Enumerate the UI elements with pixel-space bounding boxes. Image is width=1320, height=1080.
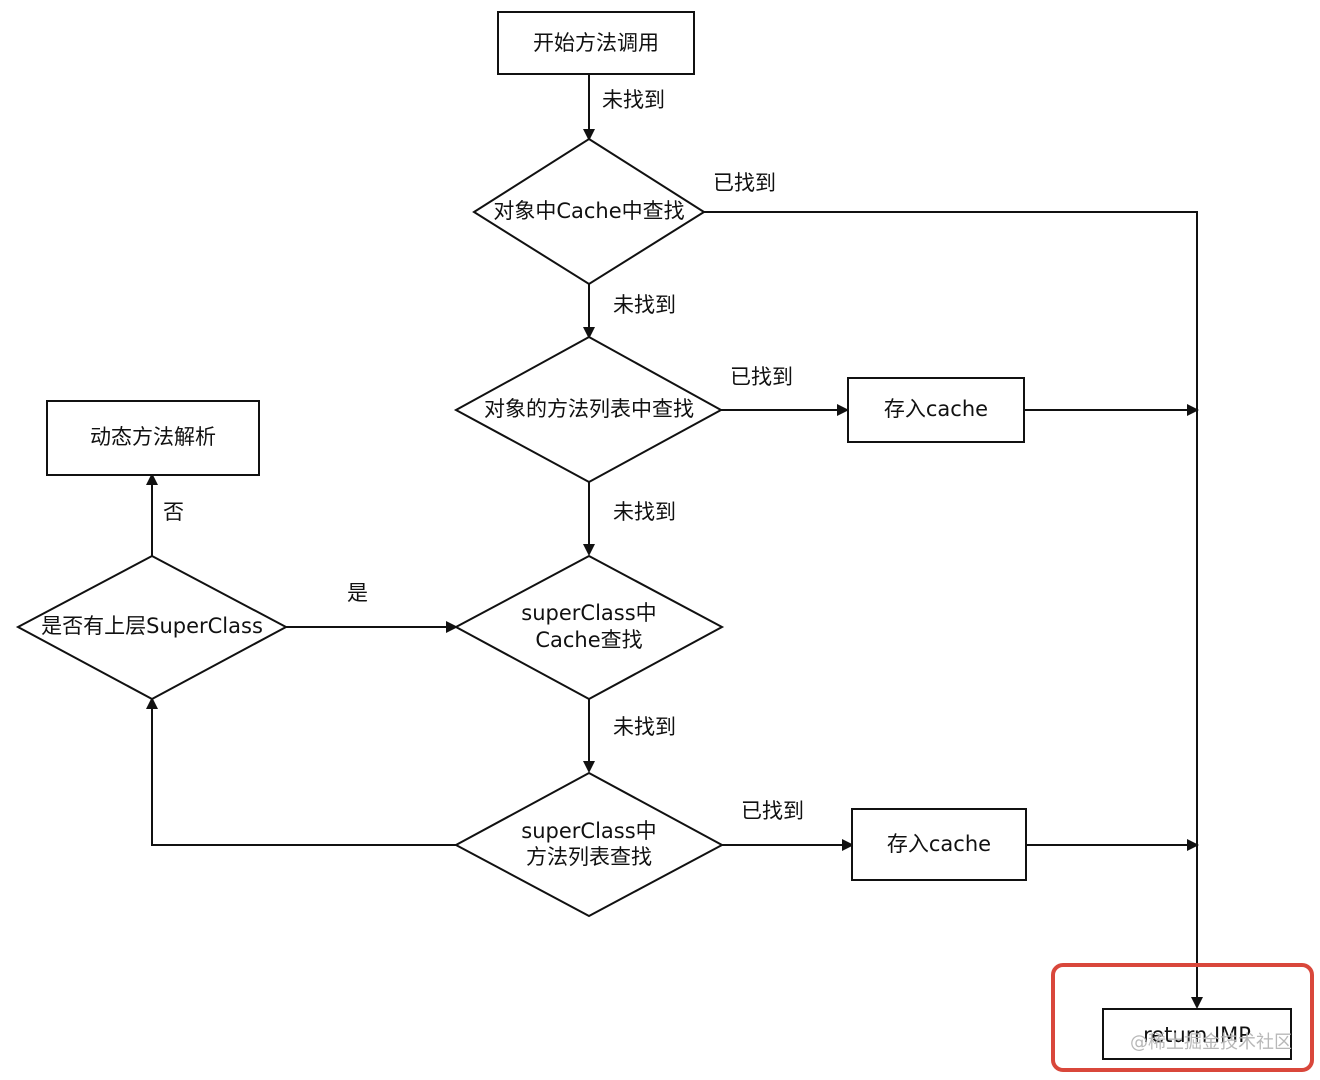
start-node — [497, 11, 695, 75]
edge-cache-found-to-return — [704, 211, 1203, 1009]
return-imp-node — [1102, 1008, 1292, 1060]
dynamic-resolution-label: 动态方法解析 — [90, 425, 216, 449]
edge-super-method-list-to-has-superclass — [146, 697, 456, 846]
has-superclass-no-label: 否 — [163, 500, 184, 524]
start-to-cache-label: 未找到 — [602, 88, 665, 112]
cache-found-label: 已找到 — [713, 171, 776, 195]
cache-lookup-decision — [472, 137, 706, 286]
cache-lookup-label: 对象中Cache中查找 — [493, 199, 684, 223]
edge-labels: 未找到 已找到 未找到 已找到 未找到 否 是 未找到 已找到 — [163, 88, 804, 823]
method-list-lookup-decision — [453, 335, 724, 484]
return-imp-label: return IMP — [1143, 1023, 1251, 1047]
has-superclass-label: 是否有上层SuperClass — [41, 614, 263, 638]
store-cache-label-2: 存入cache — [887, 832, 991, 856]
edges — [146, 74, 1203, 1009]
start-node-label: 开始方法调用 — [533, 31, 659, 55]
nodes: 开始方法调用 对象中Cache中查找 对象的方法列表中查找 存入cache 动态… — [15, 11, 1314, 1072]
super-cache-lookup-label-line1: superClass中 — [521, 601, 656, 625]
cache-to-method-list-label: 未找到 — [613, 293, 676, 317]
method-list-lookup-label: 对象的方法列表中查找 — [484, 397, 694, 421]
has-superclass-decision — [15, 554, 289, 701]
method-list-found-label: 已找到 — [730, 365, 793, 389]
super-method-list-found-label: 已找到 — [741, 799, 804, 823]
super-method-list-lookup-label-line1: superClass中 — [521, 819, 656, 843]
return-imp-highlight — [1051, 963, 1314, 1072]
super-method-list-lookup-decision — [453, 771, 725, 918]
has-superclass-yes-label: 是 — [347, 581, 368, 605]
super-cache-to-super-method-list-label: 未找到 — [613, 715, 676, 739]
super-cache-lookup-label-line2: Cache查找 — [535, 628, 642, 652]
method-list-to-super-cache-label: 未找到 — [613, 500, 676, 524]
super-method-list-lookup-label-line2: 方法列表查找 — [526, 845, 652, 869]
dynamic-resolution-node — [46, 400, 260, 476]
store-cache-label-1: 存入cache — [884, 397, 988, 421]
watermark-text: @稀土掘金技术社区 — [1130, 1032, 1292, 1053]
super-cache-lookup-decision — [453, 554, 725, 701]
store-cache-node-1 — [847, 377, 1025, 443]
store-cache-node-2 — [851, 808, 1027, 881]
